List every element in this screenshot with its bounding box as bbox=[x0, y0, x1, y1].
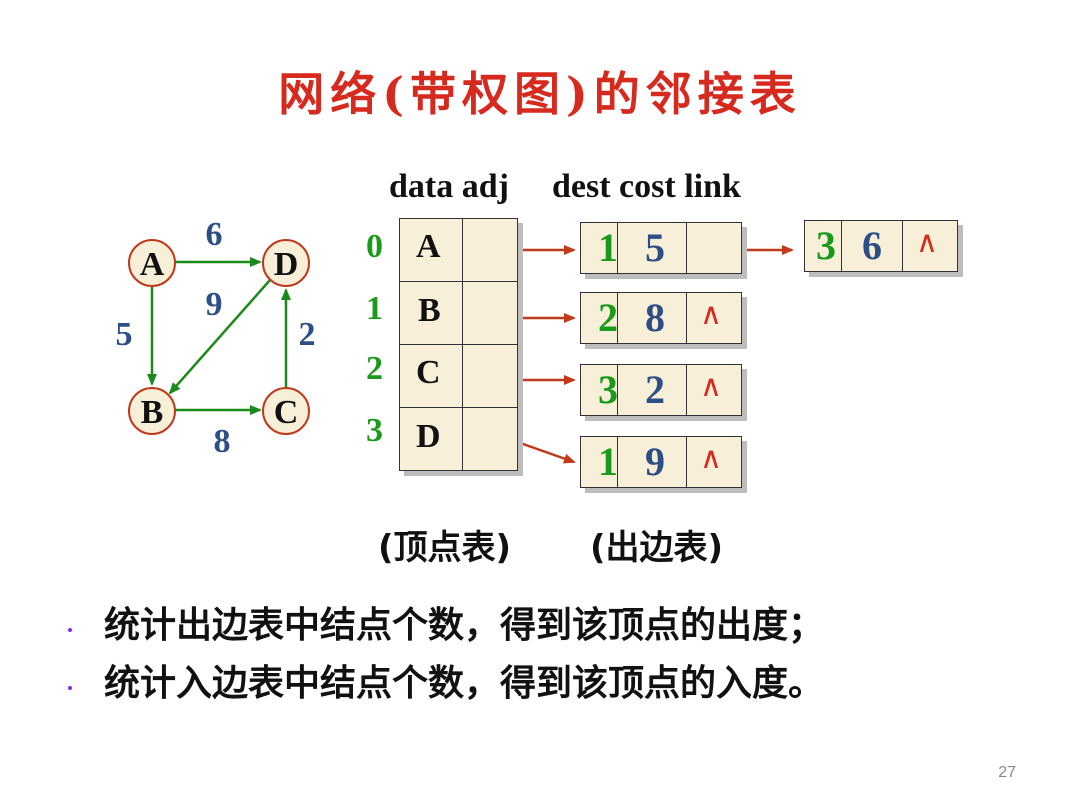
svg-text:D: D bbox=[274, 246, 299, 283]
edge-node-a1-link-cell bbox=[686, 222, 742, 274]
edge-node-b-cost: 8 bbox=[645, 295, 665, 340]
node-a: A bbox=[128, 239, 176, 287]
weight-db: 9 bbox=[206, 286, 223, 323]
edge-d-b bbox=[168, 279, 271, 395]
bullet-dot-1 bbox=[68, 628, 72, 632]
edge-node-b-cost-cell bbox=[617, 292, 687, 344]
svg-text:A: A bbox=[140, 246, 165, 283]
bullet-out-degree: 统计出边表中结点个数，得到该顶点的出度； bbox=[104, 605, 825, 646]
node-b: B bbox=[128, 387, 176, 435]
svg-text:B: B bbox=[141, 394, 164, 431]
edge-node-a2-link-cell bbox=[902, 220, 958, 272]
edge-node-c-dest-cell bbox=[580, 364, 618, 416]
page-number: 27 bbox=[998, 764, 1016, 781]
edge-node-d-cost-cell bbox=[617, 436, 687, 488]
svg-text:C: C bbox=[274, 394, 299, 431]
index-3: 3 bbox=[366, 412, 383, 449]
edge-node-b-link-cell bbox=[686, 292, 742, 344]
vertex-label-b: B bbox=[418, 292, 441, 329]
vertex-table-header: data adj bbox=[389, 168, 509, 205]
edge-node-b-dest: 2 bbox=[598, 295, 618, 340]
bullet-in-degree: 统计入边表中结点个数，得到该顶点的入度。 bbox=[104, 663, 825, 704]
edge-node-b-dest-cell bbox=[580, 292, 618, 344]
weight-cd: 2 bbox=[299, 316, 316, 353]
node-d: D bbox=[262, 239, 310, 287]
edge-node-a2-dest: 3 bbox=[816, 223, 836, 268]
vertex-table-caption: (顶点表) bbox=[378, 528, 512, 568]
index-2: 2 bbox=[366, 350, 383, 387]
edge-table-caption: (出边表) bbox=[590, 528, 724, 568]
vertex-cell-d bbox=[399, 407, 463, 471]
slide-title: 网络(带权图)的邻接表 bbox=[278, 67, 802, 121]
edge-node-a1-dest: 1 bbox=[598, 225, 618, 270]
vertex-label-c: C bbox=[416, 354, 441, 391]
adj-cell-d bbox=[462, 407, 518, 471]
adj-cell-b bbox=[462, 281, 518, 345]
null-link-icon: ∧ bbox=[700, 441, 722, 476]
edge-node-c-cost: 2 bbox=[645, 367, 665, 412]
weight-ab: 5 bbox=[116, 316, 133, 353]
edge-node-d-dest: 1 bbox=[598, 439, 618, 484]
edge-node-a1-cost: 5 bbox=[645, 225, 665, 270]
node-c: C bbox=[262, 387, 310, 435]
edge-node-c-link-cell bbox=[686, 364, 742, 416]
edge-table-header: dest cost link bbox=[552, 168, 741, 205]
edge-node-c-cost-cell bbox=[617, 364, 687, 416]
edge-node-d-cost: 9 bbox=[645, 439, 665, 484]
null-link-icon: ∧ bbox=[700, 369, 722, 404]
weight-ad: 6 bbox=[206, 216, 223, 253]
adj-cell-a bbox=[462, 218, 518, 282]
adj-cell-c bbox=[462, 344, 518, 408]
bullet-dot-2 bbox=[68, 686, 72, 690]
null-link-icon: ∧ bbox=[700, 297, 722, 332]
weight-bc: 8 bbox=[214, 423, 231, 460]
vertex-label-d: D bbox=[416, 418, 441, 455]
edge-node-d-link-cell bbox=[686, 436, 742, 488]
edge-node-c-dest: 3 bbox=[598, 367, 618, 412]
edge-node-a1-cost-cell bbox=[617, 222, 687, 274]
vertex-label-a: A bbox=[416, 228, 441, 265]
index-1: 1 bbox=[366, 290, 383, 327]
null-link-icon: ∧ bbox=[916, 225, 938, 260]
index-0: 0 bbox=[366, 228, 383, 265]
edge-node-a2-dest-cell bbox=[804, 220, 842, 272]
edge-node-a2-cost: 6 bbox=[862, 223, 882, 268]
